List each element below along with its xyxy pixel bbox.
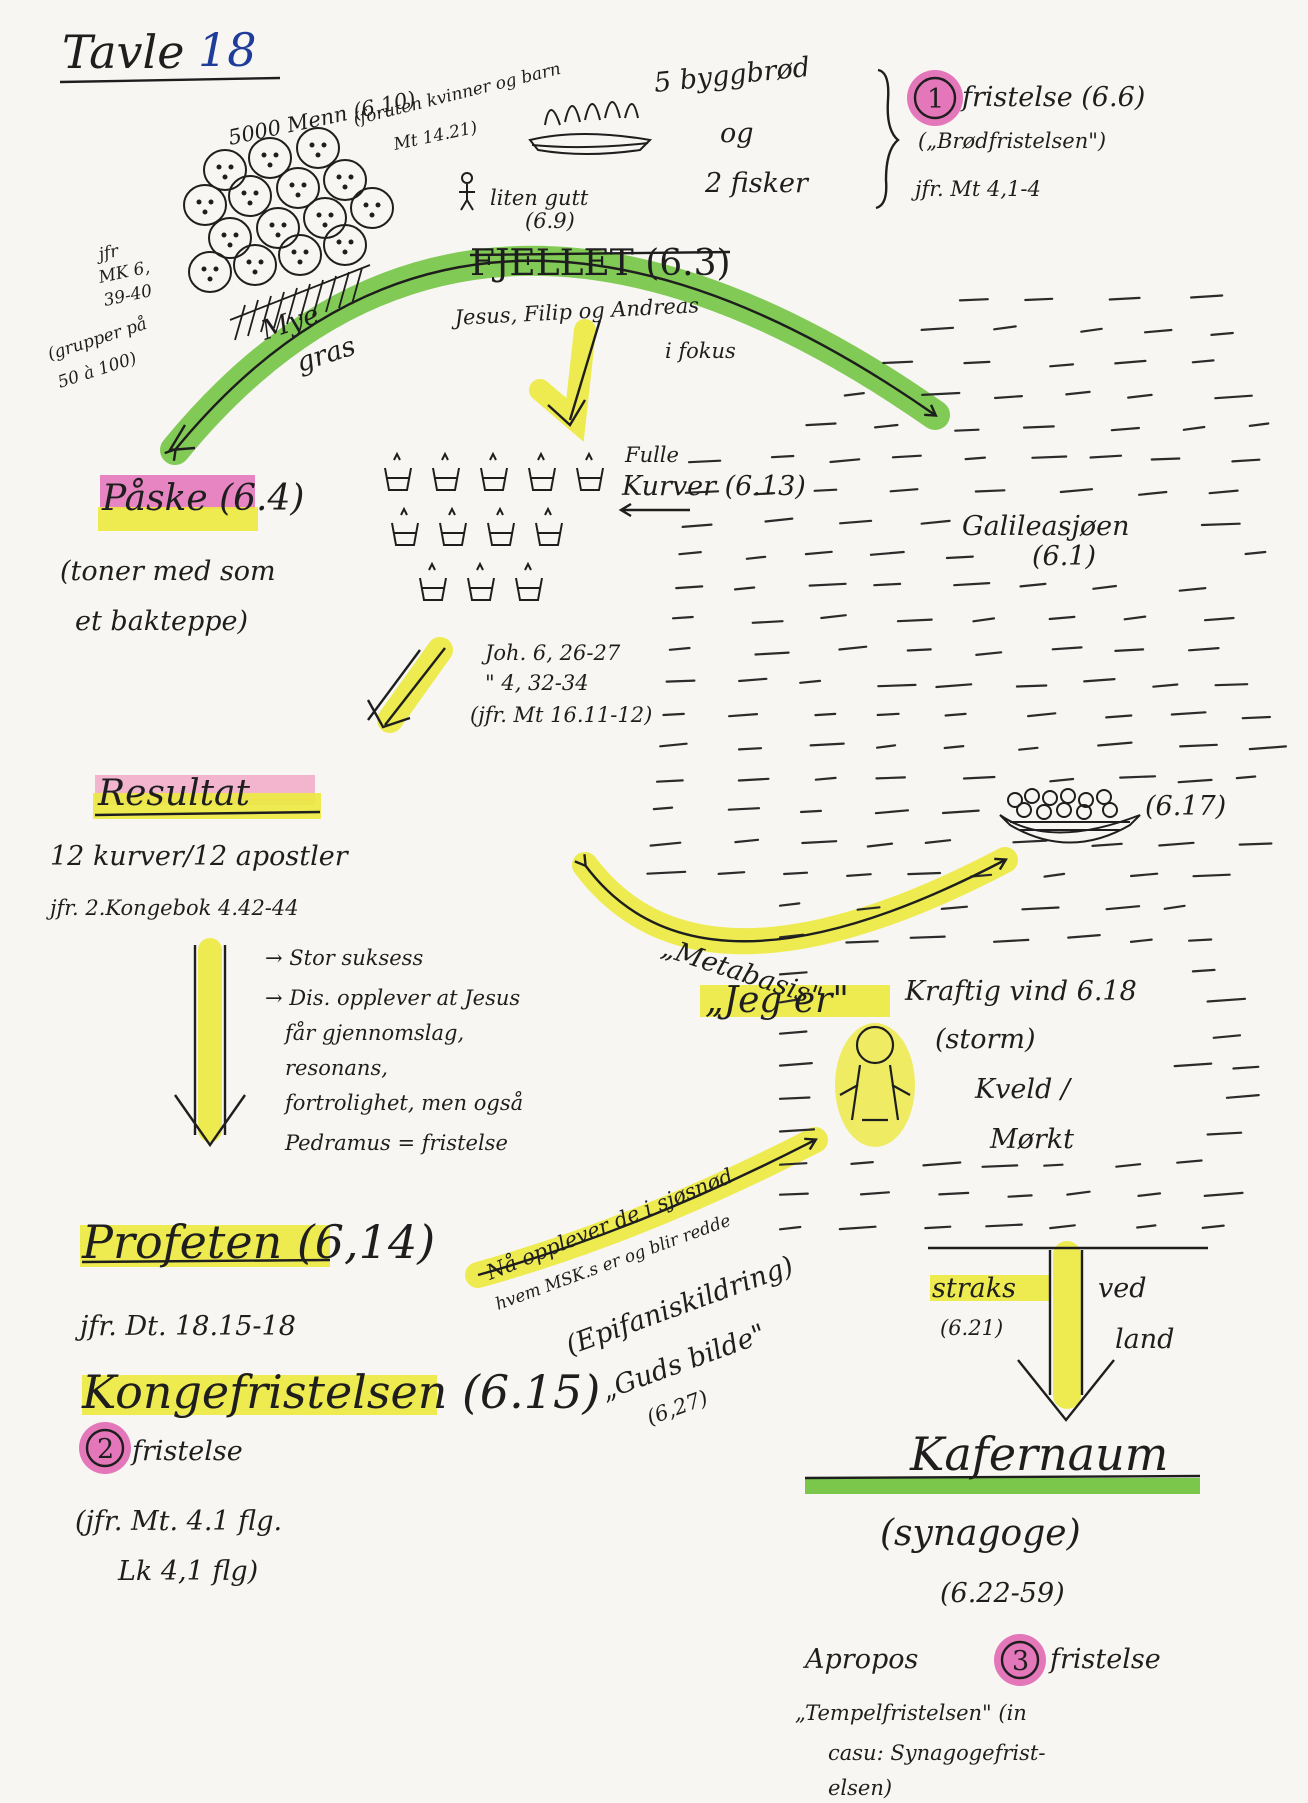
capernaum-highlight	[805, 1478, 1200, 1494]
notes-line2: → Dis. opplever at Jesus	[265, 986, 520, 1010]
result-underline	[94, 810, 321, 817]
green-arc-line	[175, 259, 935, 450]
arrow-mountain-to-baskets-fill	[529, 319, 596, 442]
temptation1-number: 1	[927, 84, 944, 115]
dark-label: Mørkt	[989, 1124, 1074, 1155]
sea-basket-drawing	[999, 788, 1141, 844]
crowd-mt-ref: Mt 14.21)	[391, 118, 479, 155]
ink-layer	[59, 68, 1208, 1480]
baskets-ref-1: Joh. 6, 26-27	[481, 641, 621, 665]
mountain-title: FJELLET (6.3)	[470, 243, 731, 284]
boy-figure-icon	[459, 172, 475, 211]
landing-ved: ved	[1098, 1273, 1147, 1304]
capernaum-ref: (6.22-59)	[940, 1578, 1065, 1609]
temptation1-label: fristelse (6.6)	[960, 82, 1145, 113]
capernaum-temple-2: casu: Synagogefrist-	[828, 1741, 1045, 1765]
mountain-underline	[469, 250, 731, 257]
evening-label: Kveld /	[974, 1074, 1073, 1105]
yellow-arc-metabasis-highlight	[572, 847, 1018, 955]
temptation1-sub: („Brødfristelsen")	[918, 129, 1106, 153]
epiphany-line5: (6,27)	[644, 1386, 712, 1430]
straks-highlight	[930, 1275, 1050, 1301]
king-ref-2: Lk 4,1 flg)	[117, 1556, 258, 1587]
arrow-mountain-to-baskets	[547, 319, 602, 427]
temptation3-circle	[1000, 1640, 1040, 1680]
temptation1-brace	[875, 68, 900, 210]
prophet-ref: jfr. Dt. 18.15-18	[75, 1311, 296, 1342]
notes-line4: resonans,	[285, 1056, 388, 1080]
crowd-heads	[183, 127, 394, 293]
jesus-figure-icon	[839, 1025, 911, 1122]
arrow-landing	[1017, 1250, 1115, 1422]
loaves-line3: 2 fisker	[704, 168, 810, 199]
green-arc-highlight	[160, 245, 950, 465]
sea-basket-ref: (6.17)	[1145, 791, 1226, 822]
capernaum-title: Kafernaum	[909, 1427, 1168, 1481]
loaves-fish-drawing	[528, 101, 653, 155]
boy-label-2: (6.9)	[525, 209, 575, 233]
baskets-ref-3: (jfr. Mt 16.11-12)	[470, 703, 652, 727]
temptation1-ref: jfr. Mt 4,1-4	[911, 177, 1041, 201]
figure-highlight	[835, 1023, 915, 1147]
arrow-baskets-to-result	[366, 647, 446, 729]
notes-line6: Pedramus = fristelse	[284, 1131, 508, 1155]
easter-title: Påske (6.4)	[101, 478, 304, 519]
temptation3-number: 3	[1012, 1646, 1029, 1677]
temptation2-circle	[85, 1428, 125, 1468]
temptation3-label: fristelse	[1048, 1644, 1161, 1675]
galilee-sea-waves	[646, 294, 1287, 1231]
mountain-focus-2: i fokus	[665, 339, 736, 363]
easter-desc-1: (toner med som	[60, 556, 276, 587]
capernaum-apropos: Apropos	[802, 1644, 918, 1675]
easter-highlight-yellow	[98, 507, 258, 531]
number-circles	[79, 70, 1046, 1686]
title-underline	[59, 76, 281, 84]
result-line2: jfr. 2.Kongebok 4.42-44	[46, 896, 299, 920]
jeg-er-label: „Jeg er"	[705, 980, 849, 1021]
landing-land: land	[1115, 1324, 1174, 1355]
landing-straks: straks	[932, 1273, 1016, 1304]
sea-name-2: (6.1)	[1032, 541, 1096, 572]
notes-line5: fortrolighet, men også	[283, 1091, 523, 1115]
easter-highlight-pink	[100, 475, 255, 509]
yellow-arc-metabasis-line	[585, 860, 1005, 943]
prophet-underline	[81, 1258, 331, 1264]
full-baskets	[384, 451, 604, 601]
yellow-arc-epiphany-line	[477, 1140, 815, 1277]
temptation2-number: 2	[97, 1434, 114, 1465]
crowd-mk-ref-1: jfr	[93, 241, 121, 266]
temptation1-circle	[913, 76, 957, 120]
arrow-result-to-prophet	[174, 945, 246, 1148]
boy-label-1: liten gutt	[490, 186, 589, 210]
sea-name-1: Galileasjøen	[962, 511, 1130, 542]
baskets-label-2: Kurver (6.13)	[621, 471, 806, 502]
grass-tally-marks	[229, 264, 371, 341]
king-highlight	[82, 1375, 437, 1415]
arrow-to-easter	[167, 424, 196, 452]
capernaum-temple-1: „Tempelfristelsen" (in	[795, 1701, 1027, 1725]
page-title-prefix: Tavle	[62, 25, 184, 79]
result-title: Resultat	[97, 773, 251, 814]
capernaum-sub: (synagoge)	[880, 1513, 1081, 1554]
loaves-line2: og	[720, 118, 754, 149]
baskets-ref-2: " 4, 32-34	[485, 671, 589, 695]
storm-label: (storm)	[935, 1024, 1036, 1055]
prophet-title: Profeten (6,14)	[81, 1215, 435, 1269]
king-title: Kongefristelsen (6.15)	[81, 1365, 600, 1419]
mountain-focus-1: Jesus, Filip og Andreas	[450, 293, 700, 330]
easter-desc-2: et bakteppe)	[75, 606, 248, 637]
page-title-number: 18	[198, 23, 257, 77]
capernaum-underline	[804, 1474, 1201, 1480]
capernaum-temple-3: elsen)	[828, 1776, 892, 1800]
landing-ref: (6.21)	[940, 1316, 1003, 1340]
notes-line1: → Stor suksess	[265, 946, 423, 970]
baskets-label-1: Fulle	[624, 443, 679, 467]
temptation2-label: fristelse	[130, 1436, 243, 1467]
notes-line3: får gjennomslag,	[283, 1021, 464, 1045]
result-line1: 12 kurver/12 apostler	[50, 841, 350, 872]
wind-label: Kraftig vind 6.18	[904, 976, 1137, 1007]
loaves-line1: 5 byggbrød	[652, 52, 811, 99]
king-ref-1: (jfr. Mt. 4.1 flg.	[75, 1506, 282, 1537]
